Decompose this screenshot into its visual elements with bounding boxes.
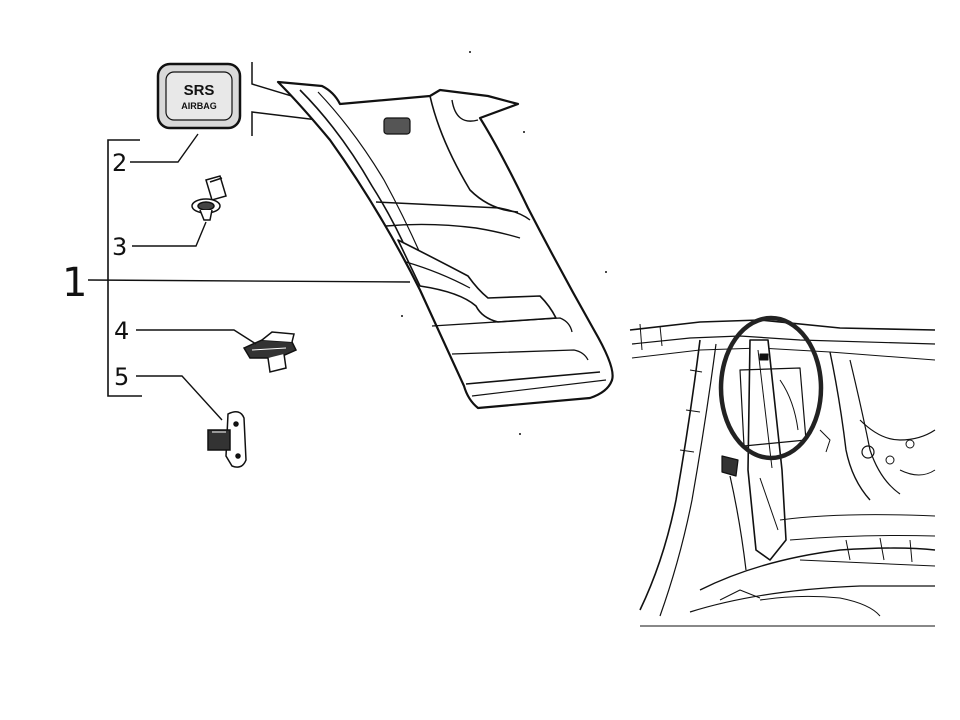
callout-bracket — [107, 139, 142, 397]
pillar-trim-panel — [276, 80, 614, 410]
bracket-clip-icon — [242, 331, 298, 373]
callout-leaders — [87, 133, 411, 421]
srs-airbag-badge: SRS AIRBAG — [156, 62, 242, 130]
callout-2: 2 — [112, 149, 127, 177]
callout-4: 4 — [114, 317, 129, 345]
belt-guide-icon — [207, 411, 247, 468]
badge-line-1: SRS — [184, 82, 215, 99]
scan-specks — [401, 51, 607, 435]
vehicle-locator-view — [629, 319, 936, 627]
panel-badge-icon — [383, 117, 411, 135]
callout-3: 3 — [112, 233, 127, 261]
badge-line-2: AIRBAG — [181, 101, 217, 111]
callout-1: 1 — [62, 260, 87, 306]
location-highlight-ring — [718, 315, 824, 461]
callout-5: 5 — [114, 363, 129, 391]
clip-icon — [191, 175, 227, 221]
